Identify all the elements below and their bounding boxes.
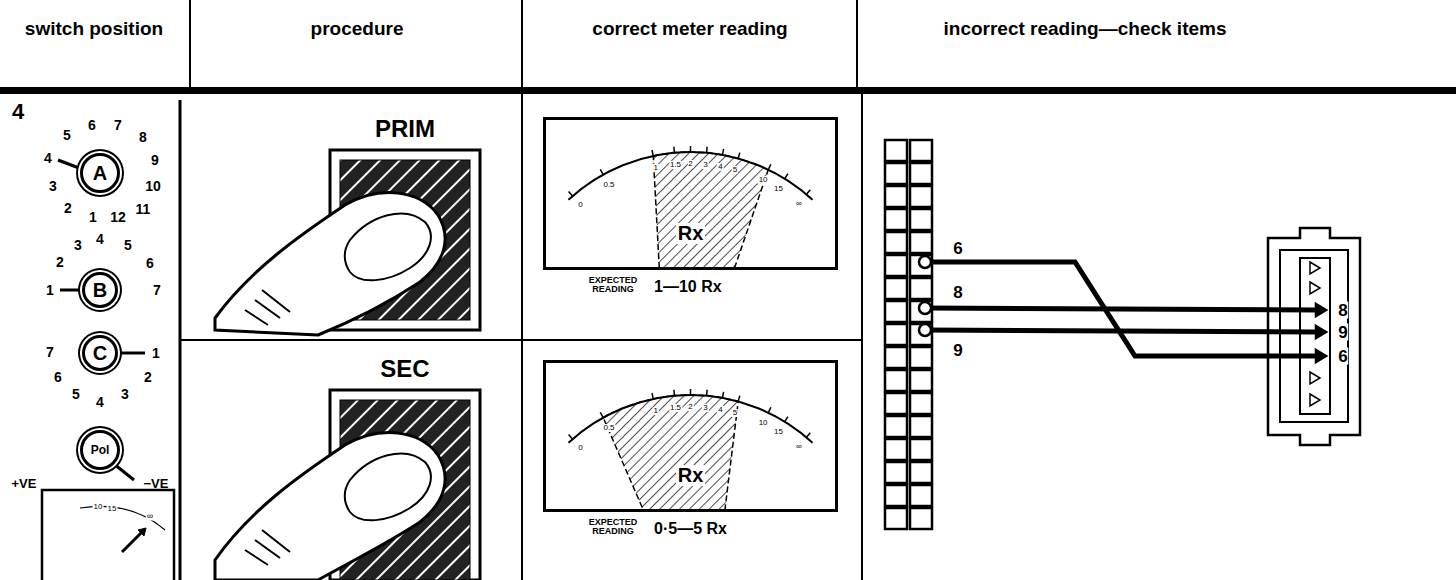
step-number: 4 — [12, 101, 24, 123]
column-header: incorrect reading—check items — [944, 19, 1227, 38]
dial-position: 3 — [121, 387, 129, 401]
scale-number: ∞ — [795, 200, 803, 208]
dial-position: 4 — [96, 232, 104, 246]
column-header: procedure — [311, 19, 404, 38]
scale-number: 1.5 — [669, 404, 682, 412]
scale-number: 15 — [107, 505, 118, 513]
scale-number: 2 — [687, 160, 693, 168]
column-header: switch position — [25, 19, 163, 38]
scale-number: 0 — [577, 201, 583, 209]
scale-number: 5 — [732, 409, 738, 417]
polarity-mark: −VE — [144, 477, 169, 490]
expected-reading: 1—10 Rx — [654, 279, 722, 296]
button-label: SEC — [380, 356, 429, 381]
dial-letter: B — [93, 280, 107, 301]
push-button: SEC — [330, 390, 480, 580]
polarity-mark: +VE — [12, 477, 37, 490]
range-dial: A — [80, 153, 120, 193]
pin-number: 6 — [1337, 348, 1348, 365]
dial-position: 6 — [54, 370, 62, 384]
pin-number: 9 — [1337, 324, 1348, 341]
wire-number: 8 — [952, 284, 963, 301]
dial-position: 6 — [88, 118, 96, 132]
scale-number: 4 — [717, 163, 723, 171]
dial-position: 4 — [96, 395, 104, 409]
button-label: PRIM — [375, 116, 435, 141]
scale-number: 0.5 — [602, 181, 615, 189]
scale-number: 3 — [702, 404, 708, 412]
dial-position: 2 — [64, 201, 72, 215]
column-header: correct meter reading — [592, 19, 787, 38]
dial-letter: C — [93, 343, 107, 364]
scale-number: 5 — [732, 166, 738, 174]
scale-symbol: Rx — [676, 223, 706, 244]
scale-symbol: Rx — [676, 465, 706, 486]
dial-position: 5 — [72, 387, 80, 401]
wires — [925, 262, 1318, 356]
scale-number: 0 — [577, 444, 583, 452]
dial-position: 2 — [144, 370, 152, 384]
dial-letter: A — [93, 163, 107, 184]
dial-position: 10 — [145, 179, 161, 193]
scale-number: ∞ — [146, 512, 154, 521]
dial-position: 1 — [46, 283, 54, 297]
dial-position: 5 — [63, 128, 71, 142]
dial-position: 12 — [110, 210, 126, 224]
dial-position: 7 — [114, 118, 122, 132]
dial-position: 1 — [89, 210, 97, 224]
scale-number: 1 — [652, 164, 658, 172]
dial-position: 5 — [124, 238, 132, 252]
range-dial: B — [82, 272, 118, 308]
connector-plug — [1268, 228, 1360, 445]
scale-number: 10 — [93, 503, 104, 511]
dial-position: 11 — [136, 202, 151, 216]
push-button: PRIM — [330, 150, 480, 330]
range-dial: C — [82, 335, 118, 371]
scale-number: 10 — [758, 176, 769, 184]
scale-number: 0.5 — [602, 424, 615, 432]
scale-number: 4 — [717, 406, 723, 414]
reading-caption: EXPECTED READING — [582, 276, 644, 295]
scale-number: 1.5 — [669, 161, 682, 169]
dial-position: 3 — [49, 179, 57, 193]
terminal-strip — [885, 140, 932, 529]
dial-position: 4 — [44, 151, 52, 165]
expected-reading: 0·5—5 Rx — [654, 521, 727, 538]
dial-position: 1 — [152, 346, 160, 360]
scale-number: ∞ — [795, 443, 803, 451]
dial-position: 8 — [139, 130, 147, 144]
wire-number: 9 — [952, 342, 963, 359]
dial-position: 7 — [153, 283, 161, 297]
pin-number: 8 — [1337, 302, 1348, 319]
meter-face: RxEXPECTED READING1—10 Rx — [543, 117, 838, 270]
wire-ends — [919, 256, 1326, 362]
dial-position: 2 — [56, 255, 64, 269]
scale-number: 15 — [773, 428, 784, 436]
scale-number: 3 — [702, 161, 708, 169]
reading-caption: EXPECTED READING — [582, 518, 644, 537]
small-meter — [42, 490, 174, 580]
dial-pointers — [58, 160, 145, 480]
scale-number: 10 — [758, 419, 769, 427]
meter-face: RxEXPECTED READING0·5—5 Rx — [543, 360, 838, 512]
polarity-dial: Pol — [80, 430, 120, 470]
dial-position: 6 — [146, 256, 154, 270]
scale-number: 2 — [687, 403, 693, 411]
meter-scale — [569, 146, 813, 510]
dial-position: 9 — [151, 153, 159, 167]
wire-number: 6 — [952, 240, 963, 257]
dial-letter: Pol — [91, 444, 110, 457]
dial-position: 7 — [46, 345, 54, 359]
dial-position: 3 — [74, 238, 82, 252]
scale-number: 1 — [652, 407, 658, 415]
scale-number: 15 — [773, 185, 784, 193]
finger — [215, 193, 445, 580]
